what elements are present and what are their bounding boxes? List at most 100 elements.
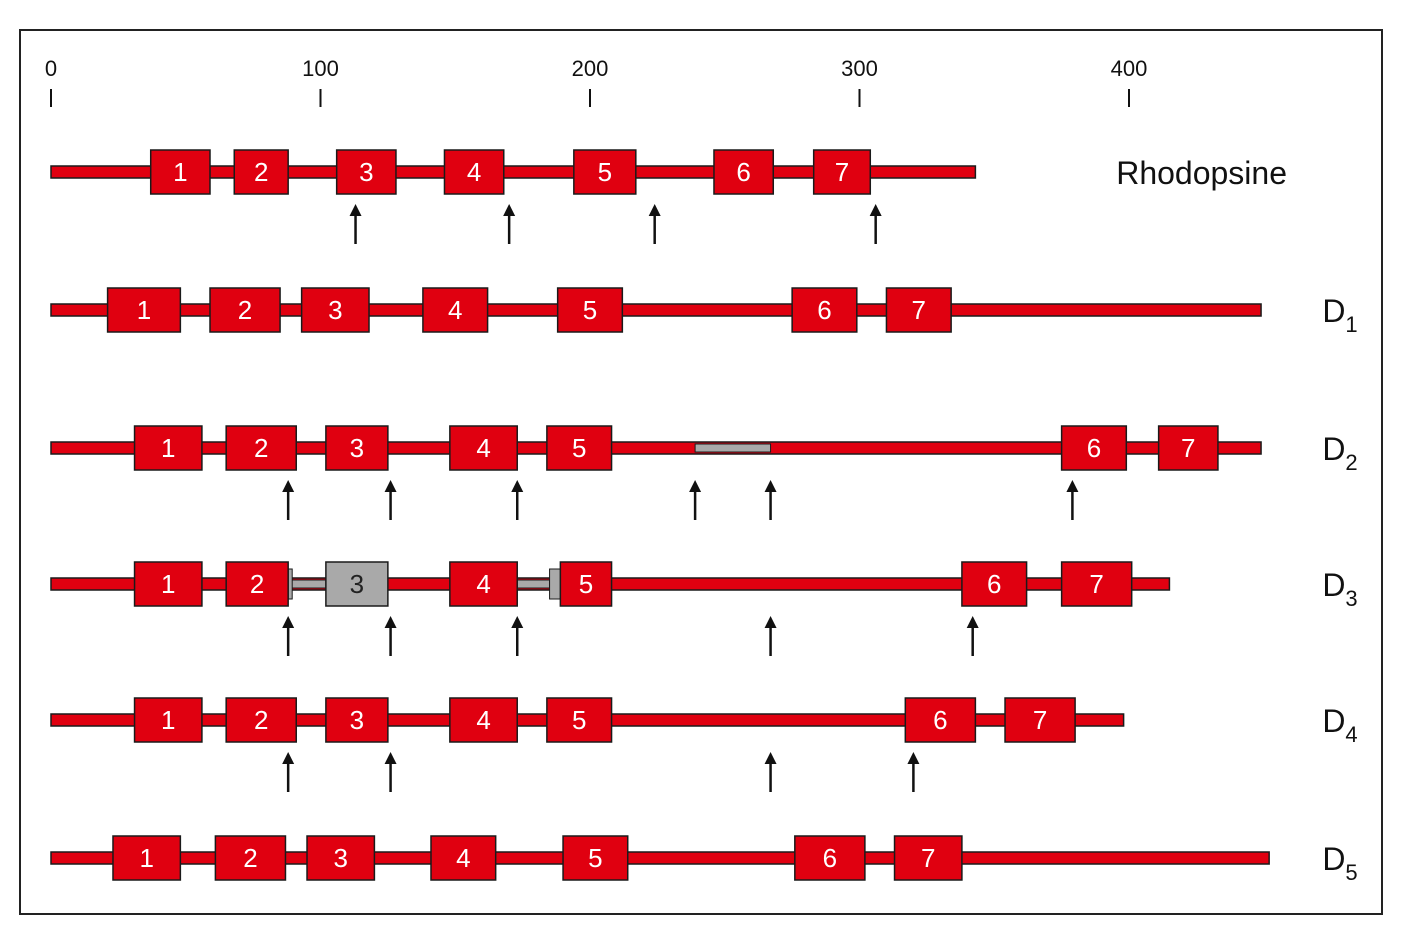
- segment-label: 4: [476, 705, 490, 735]
- segment-label: 2: [254, 157, 268, 187]
- segment-label: 3: [359, 157, 373, 187]
- transmembrane-segment-3: [300, 287, 370, 333]
- segment-label: 5: [572, 433, 586, 463]
- transmembrane-segment-1: [106, 287, 182, 333]
- arrow-up-icon: [384, 616, 397, 656]
- segment-label: 3: [350, 705, 364, 735]
- segment-label: 6: [987, 569, 1001, 599]
- row-label: D2: [1322, 431, 1357, 475]
- arrow-up-icon: [907, 752, 920, 792]
- row-label: D3: [1322, 567, 1357, 611]
- row-label: Rhodopsine: [1116, 155, 1287, 191]
- segment-label: 1: [161, 433, 175, 463]
- gray-region: [694, 443, 772, 453]
- transmembrane-segment-7: [812, 149, 872, 195]
- arrow-up-icon: [648, 204, 661, 244]
- segment-label: 2: [254, 705, 268, 735]
- transmembrane-segment-5: [559, 561, 613, 607]
- gray-region: [549, 568, 561, 600]
- arrow-up-icon: [689, 480, 702, 520]
- row-label-main: D: [1322, 703, 1345, 739]
- transmembrane-segment-6: [1060, 425, 1128, 471]
- segment-label: 6: [1087, 433, 1101, 463]
- segment-label: 7: [1181, 433, 1195, 463]
- segment-label: 6: [817, 295, 831, 325]
- arrow-up-icon: [764, 752, 777, 792]
- transmembrane-segment-6: [713, 149, 775, 195]
- segment-label: 7: [1089, 569, 1103, 599]
- scale-tick-label: 100: [302, 56, 339, 81]
- segment-label: 4: [467, 157, 481, 187]
- segment-label: 2: [250, 569, 264, 599]
- transmembrane-segment-3: [325, 561, 389, 607]
- row-label-main: D: [1322, 431, 1345, 467]
- transmembrane-segment-5: [546, 425, 613, 471]
- arrow-up-icon: [764, 480, 777, 520]
- transmembrane-segment-1: [133, 561, 203, 607]
- arrow-up-icon: [384, 752, 397, 792]
- transmembrane-segment-4: [449, 697, 518, 743]
- transmembrane-segment-7: [1157, 425, 1219, 471]
- row-label-subscript: 3: [1345, 586, 1357, 611]
- transmembrane-segment-5: [562, 835, 629, 881]
- gray-connector: [516, 579, 551, 589]
- row-label-main: D: [1322, 841, 1345, 877]
- segment-label: 1: [161, 705, 175, 735]
- segment-label: 6: [736, 157, 750, 187]
- arrow-up-icon: [282, 480, 295, 520]
- segment-label: 4: [456, 843, 470, 873]
- segment-label: 7: [921, 843, 935, 873]
- transmembrane-segment-2: [225, 425, 297, 471]
- scale-tick-label: 300: [841, 56, 878, 81]
- arrow-up-icon: [869, 204, 882, 244]
- arrow-up-icon: [282, 616, 295, 656]
- transmembrane-segment-7: [885, 287, 952, 333]
- arrow-up-icon: [1066, 480, 1079, 520]
- transmembrane-segment-4: [430, 835, 497, 881]
- transmembrane-segment-5: [573, 149, 637, 195]
- segment-label: 5: [598, 157, 612, 187]
- transmembrane-segment-3: [325, 425, 389, 471]
- transmembrane-segment-6: [794, 835, 866, 881]
- segment-label: 5: [588, 843, 602, 873]
- segment-label: 2: [254, 433, 268, 463]
- arrow-up-icon: [349, 204, 362, 244]
- row-label-subscript: 4: [1345, 722, 1357, 747]
- arrow-up-icon: [511, 480, 524, 520]
- row-label: D1: [1322, 293, 1357, 337]
- segment-label: 7: [1033, 705, 1047, 735]
- segment-label: 3: [328, 295, 342, 325]
- segment-label: 1: [161, 569, 175, 599]
- transmembrane-segment-3: [306, 835, 376, 881]
- segment-label: 7: [835, 157, 849, 187]
- segment-label: 4: [476, 569, 490, 599]
- scale-tick-label: 200: [572, 56, 609, 81]
- scale-tick-label: 400: [1111, 56, 1148, 81]
- segment-label: 4: [476, 433, 490, 463]
- arrow-up-icon: [511, 616, 524, 656]
- row-label-subscript: 2: [1345, 450, 1357, 475]
- segment-label: 3: [350, 569, 364, 599]
- transmembrane-segment-1: [112, 835, 182, 881]
- transmembrane-segment-1: [133, 425, 203, 471]
- segment-label: 3: [333, 843, 347, 873]
- segment-label: 2: [243, 843, 257, 873]
- transmembrane-segment-6: [904, 697, 977, 743]
- transmembrane-segment-5: [546, 697, 613, 743]
- row-label-subscript: 5: [1345, 860, 1357, 885]
- row-label-subscript: 1: [1345, 312, 1357, 337]
- transmembrane-segment-4: [443, 149, 505, 195]
- segment-label: 6: [823, 843, 837, 873]
- transmembrane-segment-7: [1004, 697, 1076, 743]
- transmembrane-segment-7: [893, 835, 963, 881]
- arrow-up-icon: [503, 204, 516, 244]
- transmembrane-segment-3: [335, 149, 397, 195]
- transmembrane-segment-4: [449, 561, 518, 607]
- segment-label: 1: [139, 843, 153, 873]
- transmembrane-segment-2: [233, 149, 289, 195]
